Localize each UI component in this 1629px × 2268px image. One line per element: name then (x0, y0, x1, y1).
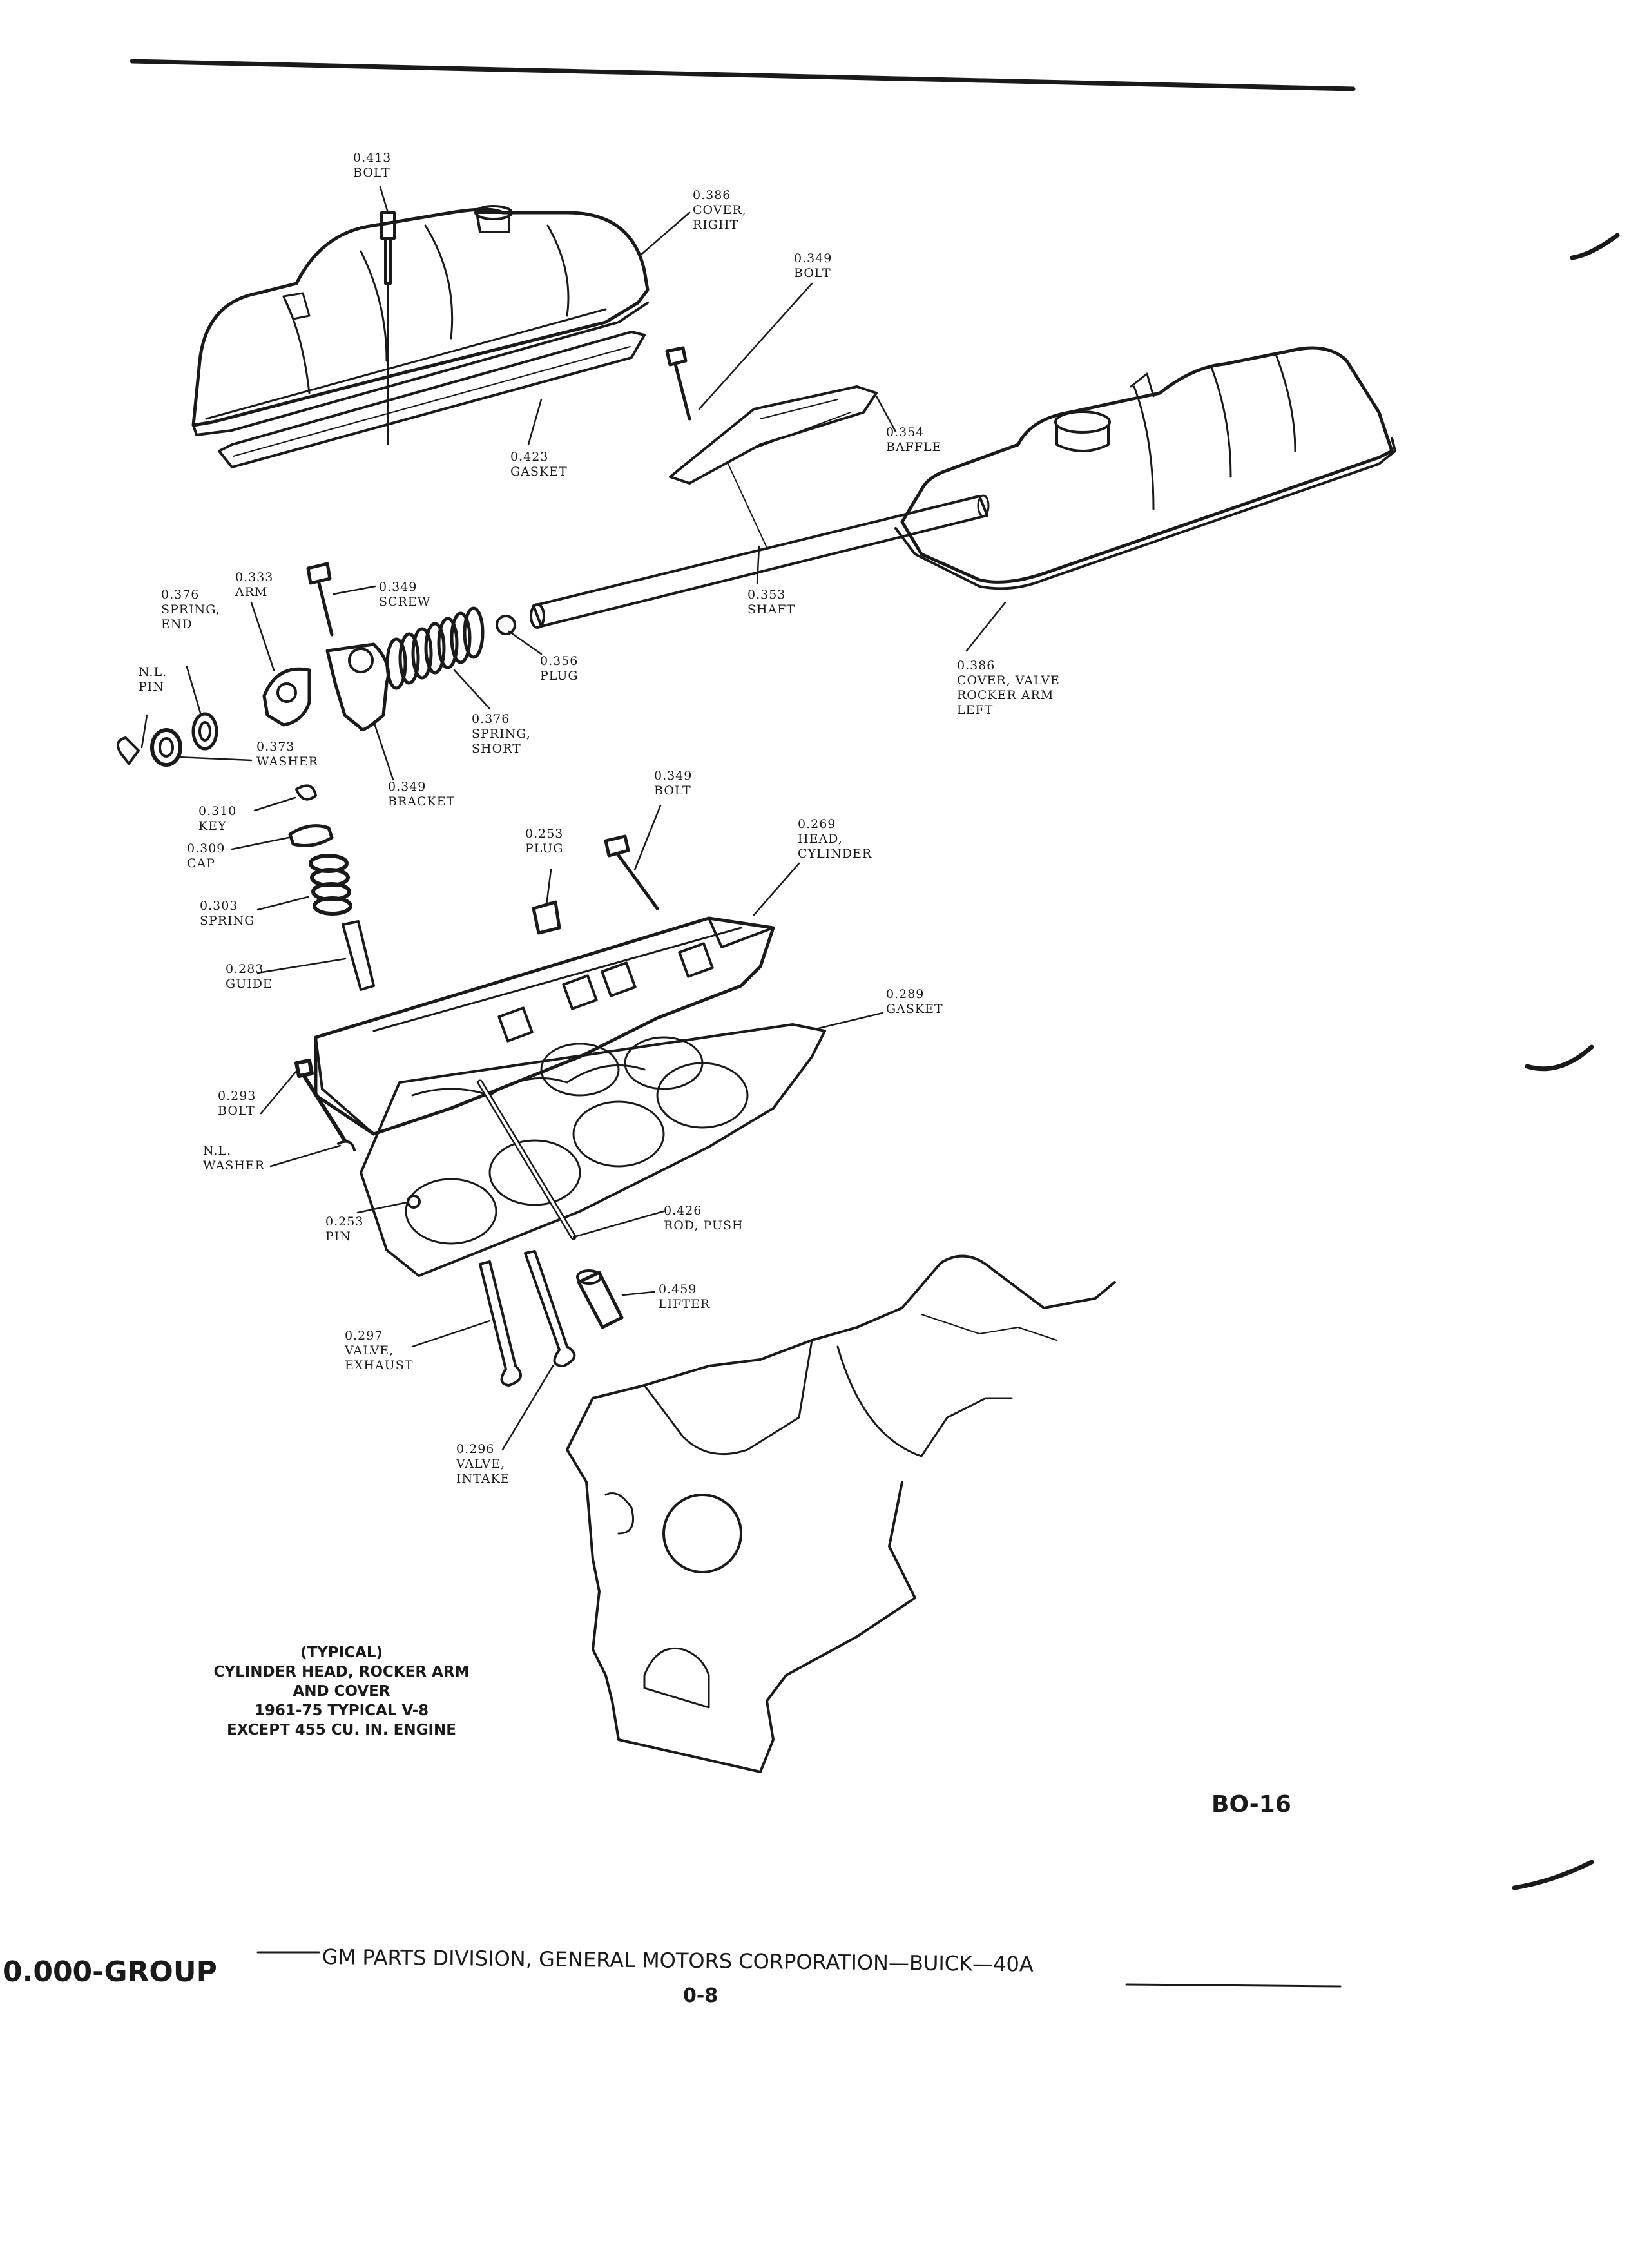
pin-drawing (116, 736, 140, 765)
spring-short-drawing (385, 606, 485, 690)
exhaust-valve-drawing (479, 1260, 522, 1387)
intake-valve-drawing (524, 1250, 576, 1367)
screw-drawing (306, 562, 334, 637)
registration-mark (1512, 1860, 1594, 1890)
footer-rule (1125, 1983, 1342, 1988)
head-bolt-drawing (294, 1059, 347, 1142)
cover-gasket-drawing (218, 331, 646, 468)
bolt-349-head-drawing (604, 834, 659, 910)
group-label: 0.000-GROUP (3, 1956, 217, 1988)
plug-253-drawing (532, 900, 561, 935)
key-drawing (295, 784, 317, 801)
rocker-arm-drawing (262, 667, 311, 727)
figure-code: BO-16 (1211, 1791, 1291, 1818)
cap-drawing (288, 824, 334, 847)
washer-drawing (337, 1140, 356, 1151)
diagram-caption: (TYPICAL) CYLINDER HEAD, ROCKER ARM AND … (213, 1644, 470, 1738)
valve-spring-drawing (309, 854, 352, 916)
bolt-349-drawing (665, 346, 691, 421)
guide-drawing (342, 920, 375, 991)
callout-washer-nl: N.L.WASHER (203, 1144, 265, 1173)
cylinder-head-drawing (314, 916, 775, 1136)
dowel-pin-drawing (407, 1195, 421, 1209)
head-gasket-drawing (360, 1023, 826, 1277)
baffle-drawing (669, 385, 878, 485)
washer-373-drawing (150, 728, 182, 767)
plug-356-drawing (496, 615, 516, 635)
header-rule (130, 59, 1356, 91)
bracket-drawing (325, 642, 390, 731)
lifter-drawing (577, 1271, 624, 1329)
rocker-shaft-drawing (532, 495, 988, 628)
valve-cover-right-drawing (191, 205, 650, 436)
valve-cover-left-drawing (894, 346, 1396, 590)
leader-lines (140, 186, 1007, 1451)
callout-pin-nl: N.L.PIN (139, 665, 168, 694)
registration-mark (1525, 1044, 1594, 1072)
engine-block-drawing (566, 1254, 1116, 1773)
registration-mark (1570, 233, 1620, 260)
page-number: 0-8 (683, 1984, 718, 2007)
spring-end-drawing (191, 712, 218, 751)
